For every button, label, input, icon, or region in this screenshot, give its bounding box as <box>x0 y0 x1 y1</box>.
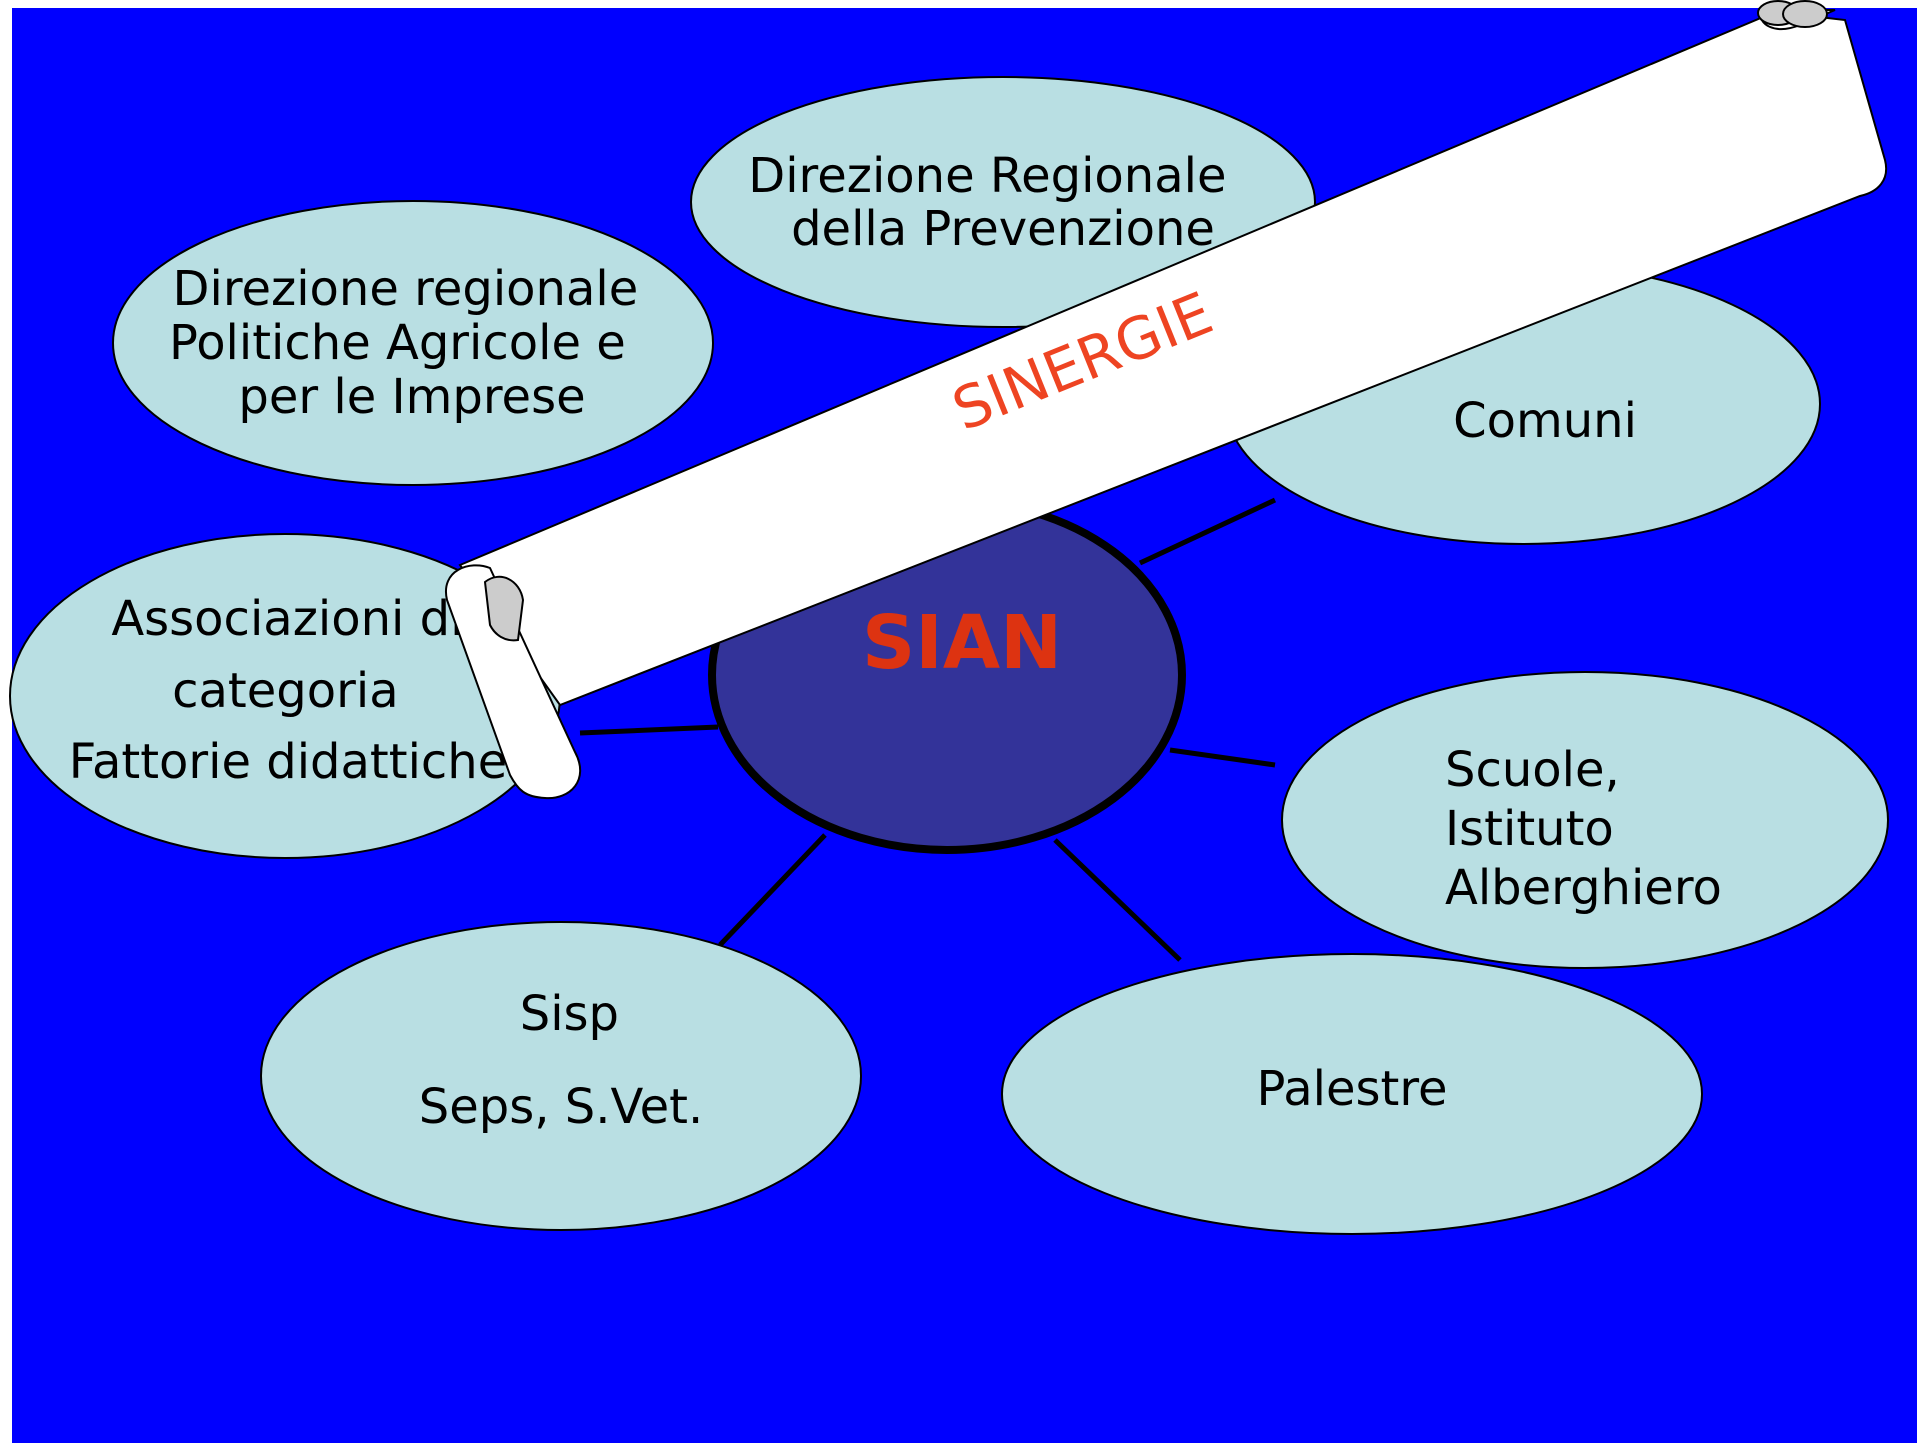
node-palestre: Palestre <box>1001 953 1703 1235</box>
svg-text:Comuni: Comuni <box>1453 393 1637 449</box>
node-line: Seps, S.Vet. <box>419 1079 703 1135</box>
node-associazioni: Associazioni di categoria Fattorie didat… <box>9 533 561 859</box>
svg-text:Associazioni di categori: Associazioni di categoria Fattorie didat… <box>69 591 508 790</box>
connector-comuni <box>1138 497 1277 566</box>
connector-scuole <box>1169 747 1276 768</box>
node-line: Palestre <box>1256 1061 1447 1117</box>
node-direzione-agricole: Direzione regionale Politiche Agricole e… <box>112 200 714 486</box>
node-line: Politiche Agricole e <box>169 315 626 371</box>
node-line: Scuole, <box>1445 742 1620 798</box>
node-line: Sisp <box>520 986 619 1042</box>
node-line: della Prevenzione <box>791 201 1215 257</box>
node-scuole: Scuole, Istituto Alberghiero <box>1281 671 1889 969</box>
node-line: Comuni <box>1453 393 1637 449</box>
node-ellipse <box>260 921 862 1231</box>
connector-sisp <box>718 833 827 947</box>
connector-lines <box>579 497 1277 962</box>
node-sisp: Sisp Seps, S.Vet. <box>260 921 862 1231</box>
node-ellipse <box>112 200 714 486</box>
connector-palestre <box>1053 838 1182 962</box>
svg-text:Sisp Seps, S.Vet.: Sisp Seps, S.Vet. <box>419 986 703 1135</box>
node-direzione-prevenzione: Direzione Regionale della Prevenzione <box>690 76 1316 328</box>
banner-left-roll <box>444 564 582 800</box>
svg-text:Direzione Regionale dell: Direzione Regionale della Prevenzione <box>748 148 1241 257</box>
node-ellipse <box>1281 671 1889 969</box>
node-line: Fattorie didattiche <box>69 734 508 790</box>
banner-body <box>458 10 1888 707</box>
sinergie-banner: SINERGIE <box>444 0 1888 800</box>
node-line: categoria <box>172 663 398 719</box>
node-line: Direzione regionale <box>173 261 639 317</box>
node-line: Direzione Regionale <box>748 148 1226 204</box>
connector-associazioni <box>579 724 719 736</box>
node-line: Associazioni di <box>111 591 463 647</box>
node-ellipse <box>690 76 1316 328</box>
node-line: per le Imprese <box>238 369 585 425</box>
svg-text:Direzione regionale Poli: Direzione regionale Politiche Agricole e… <box>169 261 654 425</box>
node-line: Istituto <box>1445 801 1614 857</box>
svg-text:Palestre: Palestre <box>1256 1061 1447 1117</box>
banner-right-roll-inner <box>1782 0 1828 28</box>
node-ellipse <box>1001 953 1703 1235</box>
banner-left-roll-core <box>483 575 525 642</box>
svg-text:Scuole, Istituto A: Scuole, Istituto Alberghiero <box>1445 742 1722 916</box>
node-line: Alberghiero <box>1445 860 1722 916</box>
center-label: SIAN <box>862 600 1062 686</box>
